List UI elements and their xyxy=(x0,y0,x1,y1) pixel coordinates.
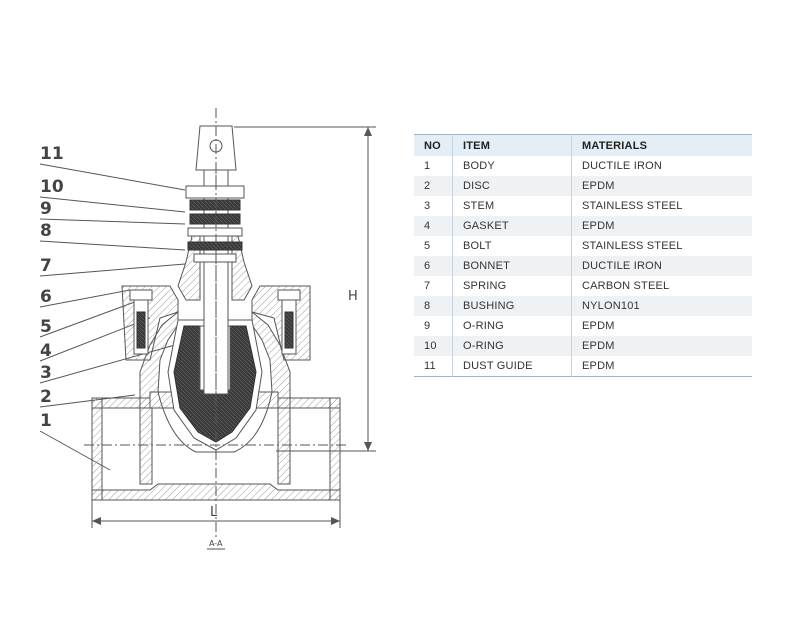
row-item: STEM xyxy=(452,196,572,216)
callout-9: 9 xyxy=(40,199,52,219)
row-item: SPRING xyxy=(452,276,572,296)
callout-11: 11 xyxy=(40,144,64,164)
row-item: O-RING xyxy=(452,316,572,336)
row-item: BUSHING xyxy=(452,296,572,316)
row-no: 2 xyxy=(414,176,453,196)
table-row: 7 SPRING CARBON STEEL xyxy=(414,276,752,296)
callout-4: 4 xyxy=(40,341,52,361)
row-item: DISC xyxy=(452,176,572,196)
table-row: 9 O-RING EPDM xyxy=(414,316,752,336)
callout-2: 2 xyxy=(40,387,52,407)
row-item: BOLT xyxy=(452,236,572,256)
table-row: 11 DUST GUIDE EPDM xyxy=(414,356,752,377)
row-item: GASKET xyxy=(452,216,572,236)
row-item: BONNET xyxy=(452,256,572,276)
row-item: BODY xyxy=(452,156,572,176)
row-material: DUCTILE IRON xyxy=(582,160,663,172)
table-row: 5 BOLT STAINLESS STEEL xyxy=(414,236,752,256)
callout-8: 8 xyxy=(40,221,52,241)
table-header-row: NO ITEM MATERIALS xyxy=(414,134,752,156)
row-no: 6 xyxy=(414,256,453,276)
row-no: 4 xyxy=(414,216,453,236)
column-header-materials: MATERIALS xyxy=(571,134,752,156)
row-no: 7 xyxy=(414,276,453,296)
row-material: EPDM xyxy=(582,320,615,332)
row-material: DUCTILE IRON xyxy=(571,256,752,276)
row-no: 1 xyxy=(414,156,453,176)
callout-1: 1 xyxy=(40,411,52,431)
bonnet-bolts xyxy=(129,289,301,355)
callout-3: 3 xyxy=(40,363,52,383)
table-row: 10 O-RING EPDM xyxy=(414,336,752,356)
height-dimension-label: H xyxy=(348,289,358,304)
column-header-item: ITEM xyxy=(452,134,572,156)
row-no: 11 xyxy=(414,356,453,377)
bill-of-materials-table: NO ITEM MATERIALS 1 BODY DUCTILE IRON 2 … xyxy=(414,134,752,377)
table-row: 8 BUSHING NYLON101 xyxy=(414,296,752,316)
callout-labels: 11 10 9 8 7 6 5 4 3 2 1 xyxy=(40,144,64,431)
centerlines xyxy=(84,108,346,540)
table-row: 3 STEM STAINLESS STEEL xyxy=(414,196,752,216)
table-row: 6 BONNET DUCTILE IRON xyxy=(414,256,752,276)
row-no: 3 xyxy=(414,196,453,216)
table-row: 4 GASKET EPDM xyxy=(414,216,752,236)
row-material: NYLON101 xyxy=(571,296,752,316)
length-dimension-label: L xyxy=(210,505,218,520)
table-row: 1 BODY DUCTILE IRON xyxy=(414,156,752,176)
valve-cross-section-drawing: 11 10 9 8 7 6 5 4 3 2 1 xyxy=(39,108,376,550)
callout-6: 6 xyxy=(40,287,52,307)
callout-10: 10 xyxy=(40,177,64,197)
row-no: 9 xyxy=(414,316,453,336)
row-no: 8 xyxy=(414,296,453,316)
column-header-no: NO xyxy=(414,134,453,156)
callout-5: 5 xyxy=(40,317,52,337)
row-item: O-RING xyxy=(452,336,572,356)
row-material: EPDM xyxy=(571,336,752,356)
row-material: STAINLESS STEEL xyxy=(582,200,683,212)
table-row: 2 DISC EPDM xyxy=(414,176,752,196)
row-material: EPDM xyxy=(571,216,752,236)
row-material: EPDM xyxy=(582,360,615,372)
row-no: 10 xyxy=(414,336,453,356)
row-item: DUST GUIDE xyxy=(452,356,572,377)
callout-7: 7 xyxy=(40,256,52,276)
row-material: STAINLESS STEEL xyxy=(582,240,683,252)
row-material: CARBON STEEL xyxy=(582,280,670,292)
section-label: A-A xyxy=(209,539,223,548)
row-no: 5 xyxy=(414,236,453,256)
row-material: EPDM xyxy=(571,176,752,196)
dimensions: H L xyxy=(91,126,376,528)
